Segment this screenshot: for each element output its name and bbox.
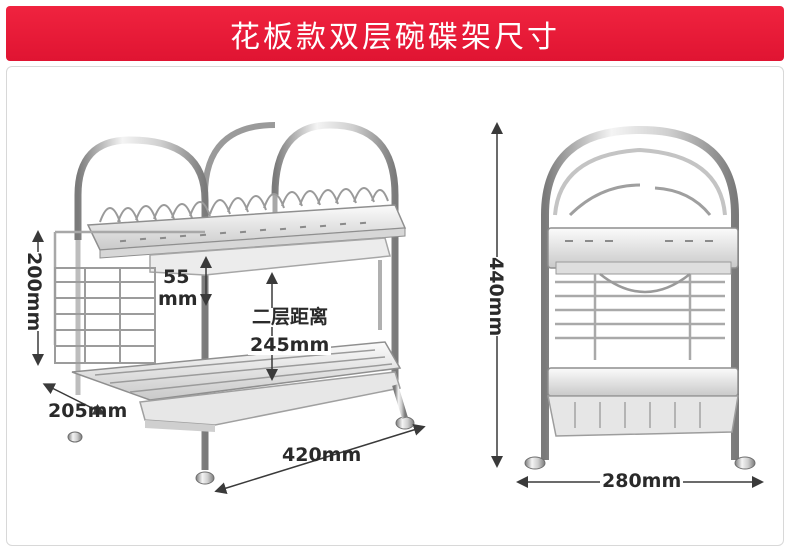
depth-left-label: 205mm: [48, 400, 128, 422]
width-front-label: 420mm: [282, 444, 362, 466]
handle-gap-value: 55: [163, 266, 190, 288]
width-side-label: 280mm: [600, 470, 684, 492]
banner-title: 花板款双层碗碟架尺寸: [230, 19, 560, 55]
cutlery-basket: [54, 267, 156, 364]
title-banner: 花板款双层碗碟架尺寸: [6, 6, 784, 61]
side-rack-view: [524, 125, 756, 470]
handle-gap-unit: mm: [158, 288, 198, 310]
height-right-label: 440mm: [484, 257, 507, 337]
height-left-label: 200mm: [22, 252, 45, 332]
front-rack-view: [53, 121, 415, 485]
layer-gap-label: 二层距离: [250, 306, 331, 328]
layer-gap-value: 245mm: [248, 334, 332, 356]
